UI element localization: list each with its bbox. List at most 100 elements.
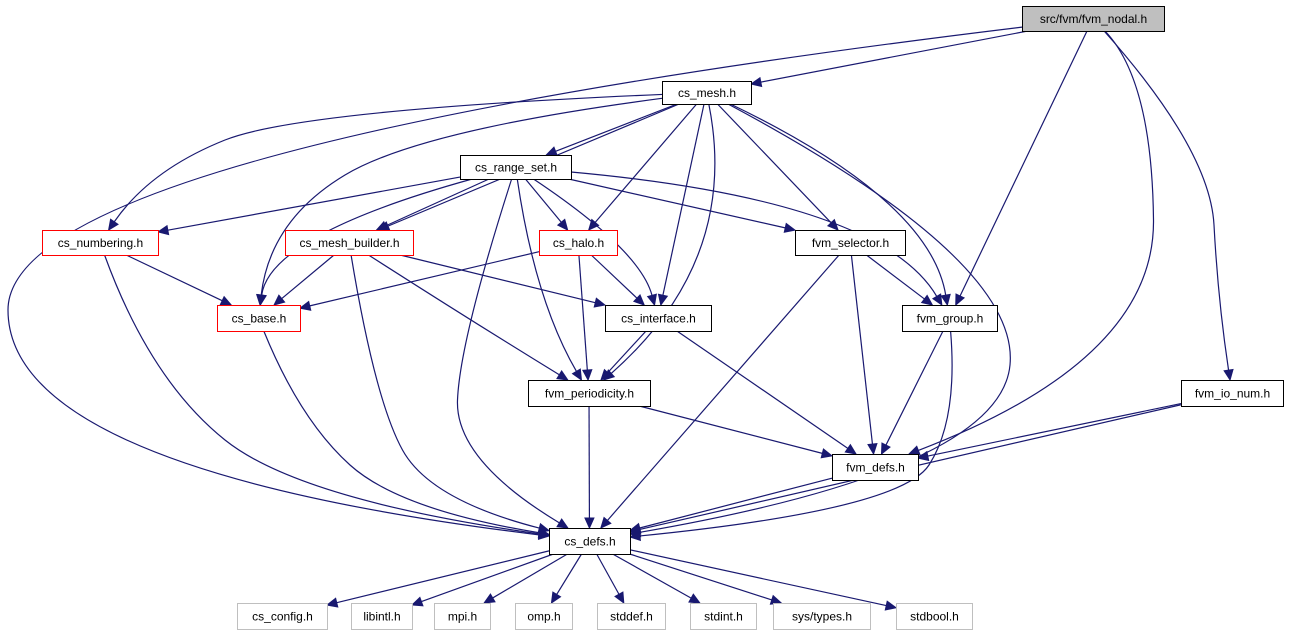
node-label: cs_base.h [232, 312, 287, 326]
node-box [605, 305, 712, 332]
node-stdint: stdint.h [690, 603, 757, 630]
node-fvm-periodicity[interactable]: fvm_periodicity.h [528, 380, 651, 407]
node-box [549, 528, 631, 555]
node-label: cs_mesh_builder.h [299, 236, 399, 250]
node-label: stdint.h [704, 610, 743, 624]
arrowhead [571, 368, 583, 382]
node-box [42, 230, 159, 256]
node-fvm-nodal[interactable]: src/fvm/fvm_nodal.h [1022, 6, 1165, 32]
arrowhead [749, 76, 763, 88]
edge-line [385, 178, 490, 227]
edge-line [556, 553, 583, 595]
edge-line [524, 178, 562, 223]
edge-line [492, 553, 568, 599]
edge-fvm_nodal-to-fvm_group [955, 30, 1088, 307]
node-cs-numbering[interactable]: cs_numbering.h [42, 230, 159, 256]
node-cs-mesh[interactable]: cs_mesh.h [662, 81, 752, 105]
arrowhead [550, 591, 562, 605]
node-box [662, 81, 752, 105]
node-fvm-group[interactable]: fvm_group.h [902, 305, 998, 332]
arrowhead [537, 527, 551, 538]
node-box [690, 603, 757, 630]
edge-line [125, 254, 223, 302]
edge-line [959, 30, 1088, 297]
node-box [902, 305, 998, 332]
node-cs-interface[interactable]: cs_interface.h [605, 305, 712, 332]
node-label: stddef.h [610, 610, 653, 624]
node-box [539, 230, 618, 256]
node-cs-config: cs_config.h [237, 603, 328, 630]
arrowhead [1223, 368, 1234, 382]
arrowhead [820, 448, 834, 459]
edge-line [639, 103, 1011, 533]
node-label: src/fvm/fvm_nodal.h [1040, 12, 1147, 26]
edge-line [610, 103, 716, 374]
edge-fvm_selector-to-fvm_group [866, 254, 934, 306]
edge-fvm_nodal-to-fvm_io_num [1103, 30, 1234, 382]
arrowhead [156, 224, 170, 236]
edge-fvm_periodicity-to-fvm_defs [639, 405, 834, 459]
arrowhead [632, 293, 646, 306]
node-fvm-selector[interactable]: fvm_selector.h [795, 230, 906, 256]
node-libintl: libintl.h [351, 603, 413, 630]
node-label: libintl.h [363, 610, 400, 624]
edge-line [639, 330, 953, 537]
edge-line [516, 178, 577, 372]
edge-cs_defs-to-stdint [612, 553, 701, 604]
edge-cs_defs-to-stdbool [629, 549, 898, 611]
arrowhead [587, 218, 600, 231]
node-box [434, 603, 491, 630]
arrowhead [769, 594, 783, 605]
node-box [217, 305, 301, 332]
arrowhead [556, 370, 569, 381]
edge-line [281, 254, 335, 300]
node-label: stdbool.h [910, 610, 959, 624]
node-box [528, 380, 651, 407]
node-box [795, 230, 906, 256]
arrowhead [298, 300, 312, 311]
arrowhead [614, 591, 625, 605]
node-label: cs_range_set.h [475, 161, 557, 175]
edge-cs_halo-to-cs_base [298, 251, 540, 311]
edge-line [568, 178, 786, 229]
edge-cs_mesh-to-cs_interface [657, 103, 705, 307]
arrowhead [273, 294, 286, 306]
edge-cs_mesh-to-fvm_selector [717, 103, 839, 231]
node-cs-defs[interactable]: cs_defs.h [549, 528, 631, 555]
edge-line [309, 251, 540, 307]
arrowhead [931, 293, 943, 307]
node-box [285, 230, 414, 256]
node-label: fvm_io_num.h [1195, 387, 1270, 401]
arrowhead [410, 596, 424, 607]
edge-line [260, 97, 663, 296]
arrowhead [688, 593, 701, 604]
node-cs-mesh-builder[interactable]: cs_mesh_builder.h [285, 230, 414, 256]
edge-cs_interface-to-fvm_defs [676, 330, 858, 455]
node-mpi: mpi.h [434, 603, 491, 630]
arrowhead [884, 600, 898, 611]
node-fvm-io-num[interactable]: fvm_io_num.h [1181, 380, 1284, 407]
arrowhead [483, 593, 496, 604]
edge-line [421, 553, 554, 603]
edge-cs_mesh_builder-to-cs_defs [350, 254, 551, 534]
edge-cs_mesh_builder-to-cs_interface [400, 254, 607, 308]
node-box [896, 603, 973, 630]
node-cs-halo[interactable]: cs_halo.h [539, 230, 618, 256]
edge-cs_mesh-to-fvm_periodicity [602, 103, 716, 381]
node-cs-range-set[interactable]: cs_range_set.h [460, 155, 572, 180]
edge-line [866, 254, 925, 300]
edge-cs_range_set-to-cs_halo [524, 178, 569, 231]
node-label: fvm_periodicity.h [545, 387, 634, 401]
edge-cs_numbering-to-cs_base [125, 254, 233, 306]
arrowhead [582, 369, 593, 382]
edge-line [578, 254, 588, 371]
node-cs-base[interactable]: cs_base.h [217, 305, 301, 332]
node-box [773, 603, 871, 630]
edge-cs_defs-to-sys_types [629, 553, 783, 605]
node-fvm-defs[interactable]: fvm_defs.h [832, 454, 919, 481]
edge-line [662, 103, 705, 296]
node-label: sys/types.h [792, 610, 852, 624]
edge-cs_range_set-to-cs_numbering [156, 176, 461, 236]
edge-line [607, 330, 647, 374]
node-stdbool: stdbool.h [896, 603, 973, 630]
